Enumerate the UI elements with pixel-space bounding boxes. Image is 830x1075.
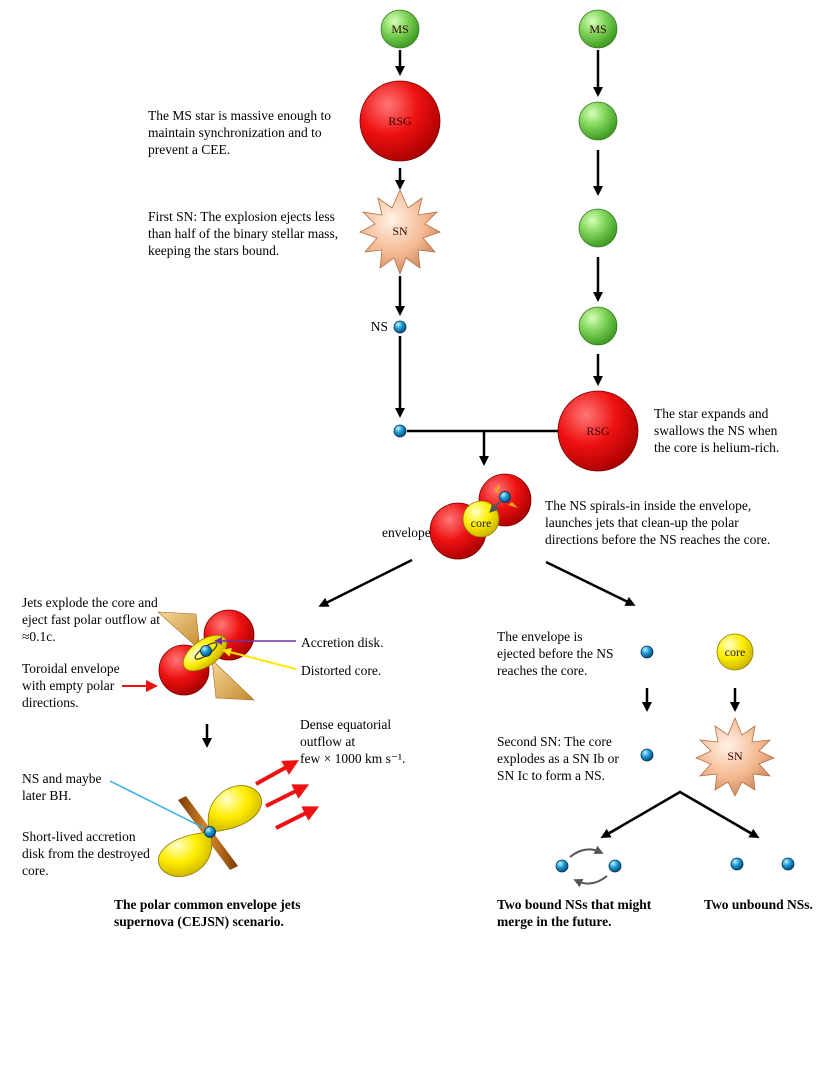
annotation-second-sn: Second SN: The core explodes as a SN Ib … <box>497 734 619 783</box>
annotation-star-expands: The star expands and swallows the NS whe… <box>654 406 780 455</box>
rsg-star-right-label: RSG <box>586 424 610 438</box>
bare-core: core <box>716 633 754 671</box>
second-supernova: SN <box>694 716 776 797</box>
ns-label: NS <box>371 319 388 334</box>
rsg-star-left-label: RSG <box>388 114 412 128</box>
ns-before-second-sn <box>640 748 654 762</box>
annotation-short-lived: Short-lived accretion disk from the dest… <box>22 829 150 878</box>
arrow-to-envelope-ejection <box>545 560 636 606</box>
outflow-arrow-1 <box>255 760 299 786</box>
rsg-star-left: RSG <box>359 80 441 162</box>
first-supernova: SN <box>359 189 441 276</box>
envelope-label: envelope <box>382 525 431 540</box>
annotation-ms-massive: The MS star is massive enough to maintai… <box>148 108 331 157</box>
ms-star-right-stage-4 <box>578 306 618 346</box>
annotation-first-sn: First SN: The explosion ejects less than… <box>148 209 339 258</box>
arrow-to-cejsn <box>318 558 413 607</box>
split-lines <box>605 790 755 837</box>
annotation-accretion-disk: Accretion disk. <box>301 635 384 650</box>
pointer-distorted-core <box>222 647 297 670</box>
core-label: core <box>471 516 492 530</box>
annotation-toroidal: Toroidal envelope with empty polar direc… <box>22 661 120 710</box>
first-supernova-label: SN <box>392 224 408 238</box>
annotation-spirals-in: The NS spirals-in inside the envelope, l… <box>545 498 771 547</box>
second-supernova-label: SN <box>727 749 743 763</box>
polar-jet-upper <box>157 611 201 651</box>
ms-star-right-stage-2 <box>578 101 618 141</box>
common-envelope: core <box>429 473 532 560</box>
destroyed-core-with-jets <box>158 785 262 877</box>
arrow-to-unbound <box>739 825 760 838</box>
rsg-star-right: RSG <box>557 390 639 472</box>
bound-ns-pair <box>555 845 622 888</box>
annotation-ns-bh: NS and maybe later BH. <box>22 771 102 803</box>
annotation-distorted-core: Distorted core. <box>301 663 382 678</box>
neutron-star-after-sn: NS <box>371 319 407 334</box>
polar-jet-lower <box>211 659 255 701</box>
arrow-to-bound <box>600 825 621 838</box>
ns-in-envelope <box>499 491 511 503</box>
outflow-arrow-2 <box>265 784 310 808</box>
pointer-ns-bh <box>109 780 205 829</box>
caption-cejsn: The polar common envelope jets supernova… <box>114 897 301 929</box>
annotation-jets-explode: Jets explode the core and eject fast pol… <box>22 595 160 644</box>
caption-unbound: Two unbound NSs. <box>704 897 813 912</box>
unbound-ns-pair <box>730 857 795 871</box>
annotation-dense-outflow: Dense equatorial outflow at few × 1000 k… <box>300 717 406 766</box>
caption-bound: Two bound NSs that might merge in the fu… <box>497 897 652 929</box>
ms-star-right: MS <box>578 9 618 49</box>
ms-star-left-label: MS <box>391 22 408 36</box>
annotation-envelope-ejected: The envelope is ejected before the NS re… <box>497 629 614 678</box>
ms-star-right-stage-3 <box>578 208 618 248</box>
neutron-star-binary <box>393 424 407 438</box>
outflow-arrow-3 <box>275 806 320 830</box>
central-ns <box>204 826 216 838</box>
ms-star-left: MS <box>380 9 420 49</box>
core-right-label: core <box>725 645 746 659</box>
jets-exploding-core <box>157 609 255 701</box>
ms-star-right-label: MS <box>589 22 606 36</box>
ns-after-ejection <box>640 645 654 659</box>
